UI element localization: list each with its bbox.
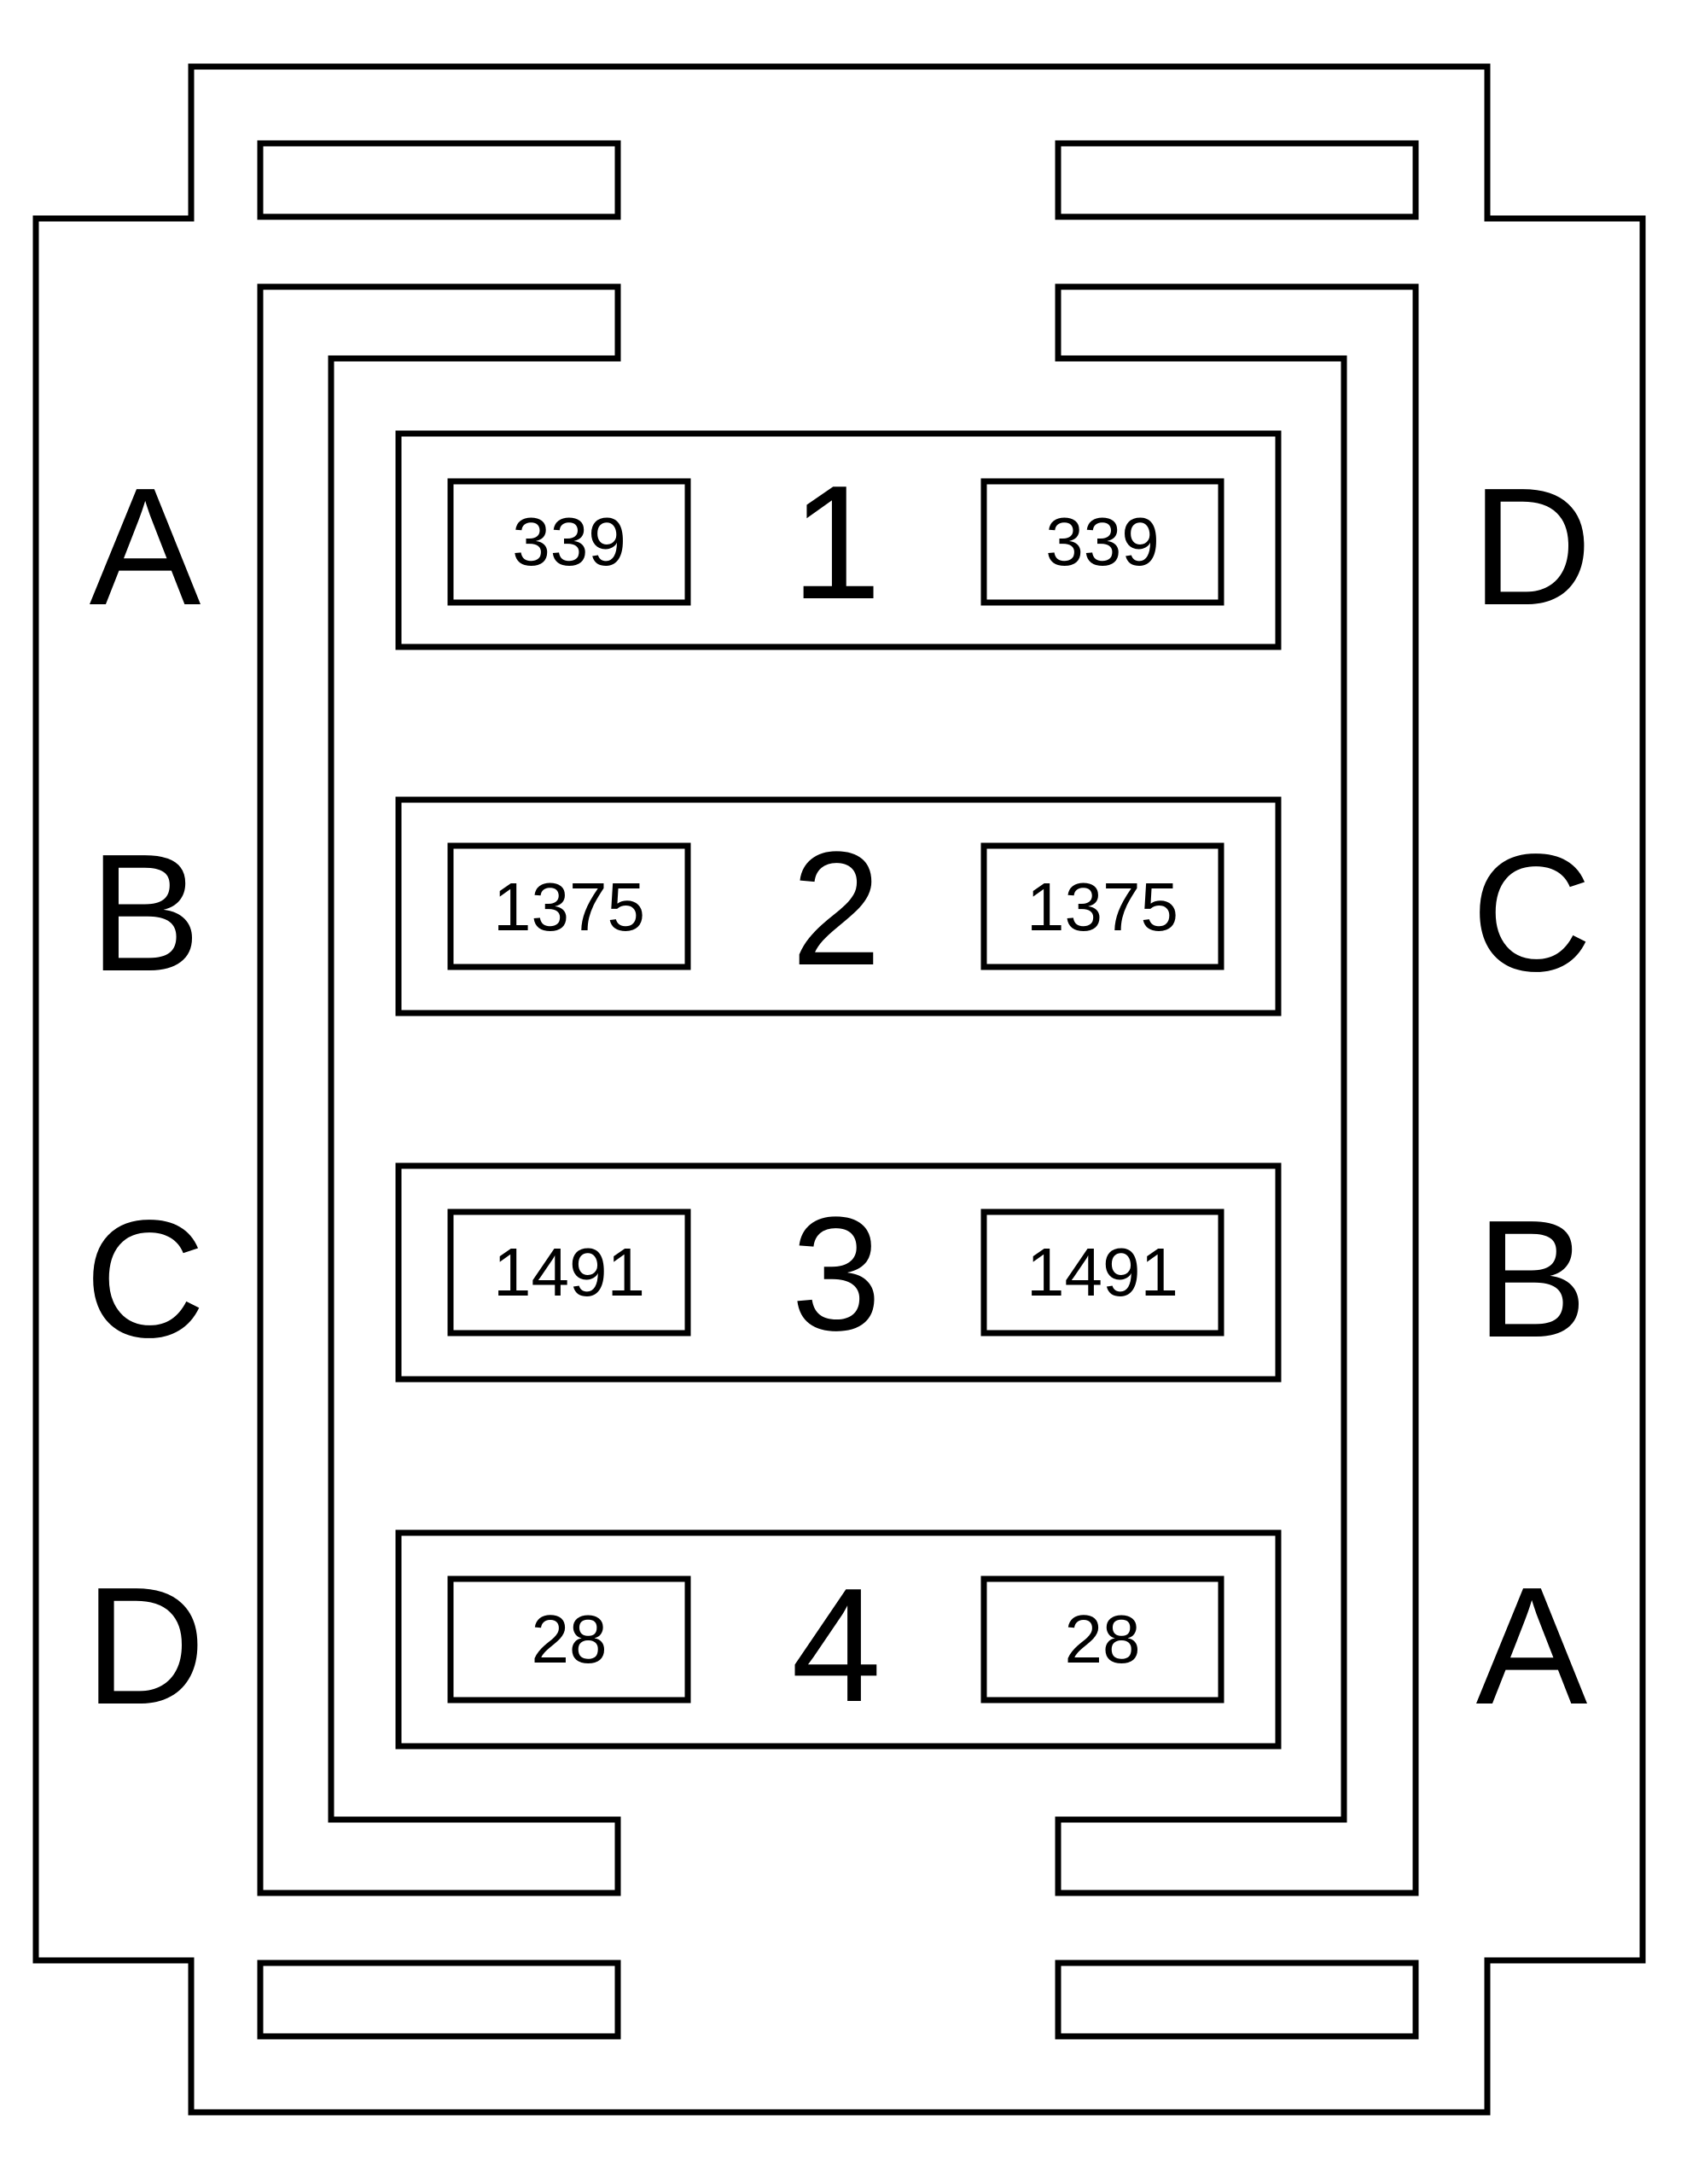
- cavity-outline: [395, 1529, 1282, 1750]
- cavity-row-2: 1375 2 1375: [395, 796, 1282, 1016]
- right-pin-letter: C: [1471, 819, 1592, 1006]
- circuit-label-left: 1375: [493, 869, 645, 945]
- latch-tab-bottom-right: [1055, 1960, 1419, 2040]
- terminal-box-right: [980, 1575, 1224, 1704]
- terminal-box-right: [980, 842, 1224, 970]
- right-pin-letter: B: [1476, 1185, 1588, 1372]
- terminal-box-left: [447, 478, 691, 606]
- left-pin-letter: D: [84, 1552, 206, 1739]
- cavity-row-1: 339 1 339: [395, 430, 1282, 650]
- circuit-label-left: 28: [532, 1601, 608, 1677]
- terminal-box-left: [447, 1575, 691, 1704]
- cavity-number: 3: [791, 1184, 881, 1365]
- left-pin-letter: A: [90, 453, 201, 640]
- cavity-number: 4: [791, 1555, 881, 1736]
- left-pin-letter: B: [90, 819, 201, 1006]
- right-pin-letter: D: [1471, 453, 1592, 640]
- inner-frame-wall: [257, 283, 621, 1896]
- circuit-label-left: 1491: [493, 1234, 645, 1310]
- cavity-outline: [395, 1162, 1282, 1383]
- circuit-label-left: 339: [512, 504, 625, 579]
- circuit-label-right: 1491: [1027, 1234, 1178, 1310]
- cavity-outline: [395, 796, 1282, 1016]
- right-pin-letter: A: [1476, 1552, 1588, 1739]
- inner-frame-wall: [1055, 283, 1419, 1896]
- connector-housing-outline: [32, 63, 1646, 2116]
- circuit-label-right: 28: [1065, 1601, 1141, 1677]
- latch-tab-top-right: [1055, 140, 1419, 220]
- cavity-outline: [395, 430, 1282, 650]
- left-pin-letter: C: [84, 1185, 206, 1372]
- circuit-label-right: 1375: [1027, 869, 1178, 945]
- terminal-box-right: [980, 478, 1224, 606]
- terminal-box-left: [447, 842, 691, 970]
- circuit-label-right: 339: [1045, 504, 1159, 579]
- latch-tab-top-left: [257, 140, 621, 220]
- cavity-row-4: 28 4 28: [395, 1529, 1282, 1750]
- cavity-number: 1: [791, 452, 881, 633]
- terminal-box-left: [447, 1208, 691, 1337]
- cavity-row-3: 1491 3 1491: [395, 1162, 1282, 1383]
- terminal-box-right: [980, 1208, 1224, 1337]
- latch-tab-bottom-left: [257, 1960, 621, 2040]
- cavity-number: 2: [791, 818, 881, 999]
